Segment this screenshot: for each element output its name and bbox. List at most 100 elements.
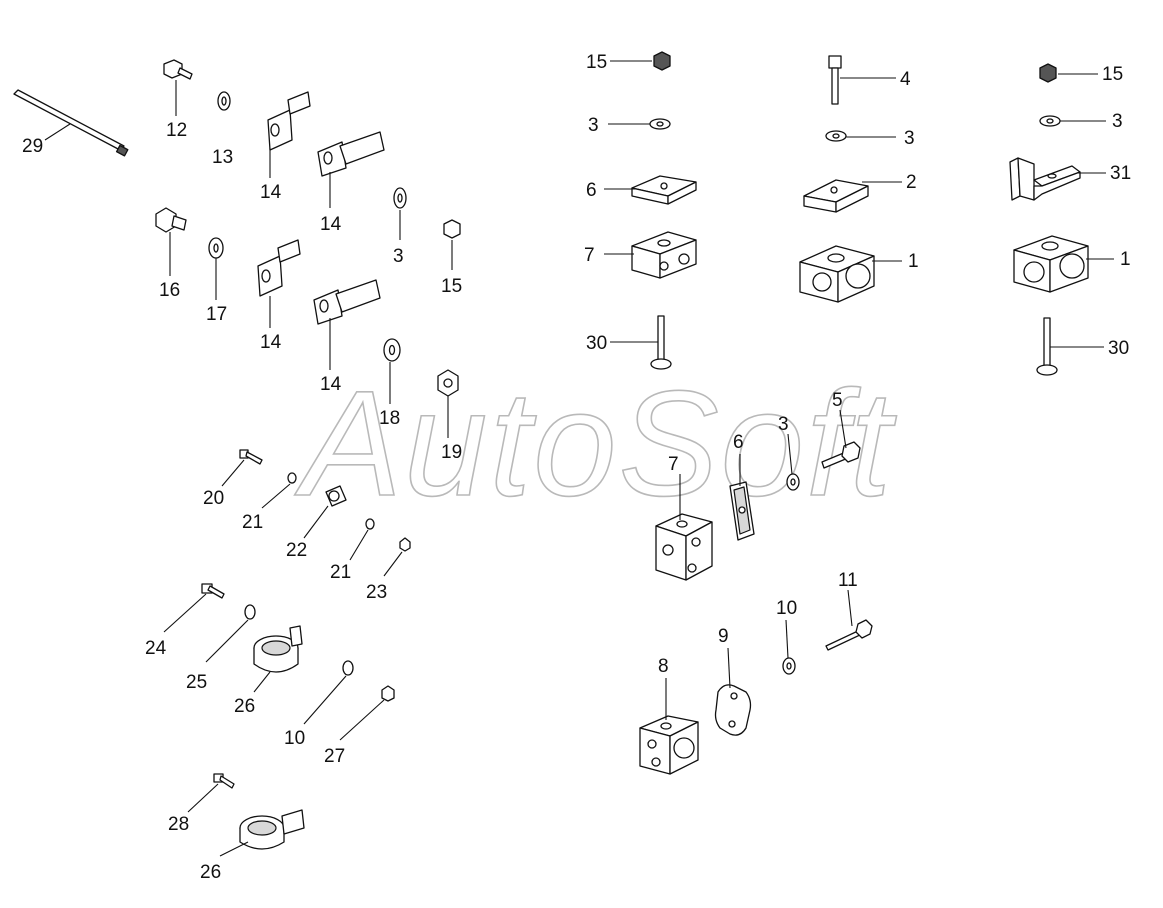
leader-10b: [785, 619, 789, 659]
label-30a: 30: [586, 333, 607, 354]
label-7a: 7: [584, 245, 595, 266]
label-11: 11: [838, 570, 858, 591]
part-1b-double-clamp: [1013, 235, 1089, 293]
label-10b: 10: [776, 598, 797, 619]
leader-20: [221, 459, 245, 487]
part-6b-plate: [729, 481, 755, 541]
leader-25: [205, 619, 249, 663]
part-31-angle-bracket: [1009, 157, 1081, 201]
part-28-bolt: [213, 773, 235, 789]
label-22: 22: [286, 540, 307, 561]
label-21a: 21: [242, 512, 263, 533]
part-29-cable-tie: [13, 89, 129, 157]
leader-27: [339, 699, 385, 741]
label-8: 8: [658, 656, 669, 677]
part-21b-washer: [365, 518, 375, 530]
part-23-nut: [399, 537, 411, 552]
part-9-cap-plate: [714, 684, 752, 736]
leader-26a: [253, 671, 271, 693]
label-9: 9: [718, 626, 729, 647]
label-10a: 10: [284, 728, 305, 749]
part-26a-pipe-clamp: [253, 625, 303, 673]
part-26b-pipe-clamp: [239, 809, 305, 850]
label-15c: 15: [1102, 64, 1123, 85]
part-20-bolt: [239, 449, 263, 465]
part-21a-washer: [287, 472, 297, 484]
leader-24: [163, 593, 207, 633]
watermark-text: AutoSoft: [294, 359, 897, 527]
part-22-clamp: [325, 485, 347, 507]
label-3c: 3: [904, 128, 915, 149]
label-3e: 3: [778, 414, 789, 435]
part-15b-nut: [653, 51, 671, 71]
label-15a: 15: [441, 276, 462, 297]
label-25: 25: [186, 672, 207, 693]
label-27: 27: [324, 746, 345, 767]
label-31: 31: [1110, 163, 1131, 184]
label-7b: 7: [668, 454, 679, 475]
label-28: 28: [168, 814, 189, 835]
part-25-washer: [244, 604, 256, 620]
label-6a: 6: [586, 180, 597, 201]
leader-23: [383, 551, 403, 577]
leader-10a: [303, 675, 347, 725]
part-24-bolt: [201, 583, 225, 599]
leader-21a: [261, 483, 291, 509]
label-3b: 3: [588, 115, 599, 136]
part-30a-bolt: [650, 315, 672, 370]
part-5-bolt: [821, 441, 861, 469]
part-27-nut: [381, 685, 395, 702]
part-7a-clamp-block: [631, 231, 697, 279]
label-19: 19: [441, 442, 462, 463]
label-23: 23: [366, 582, 387, 603]
part-12-hex-bolt: [163, 59, 193, 80]
leader-26b: [219, 841, 249, 857]
label-21b: 21: [330, 562, 351, 583]
part-11-bolt: [825, 619, 873, 651]
label-17: 17: [206, 304, 227, 325]
part-14c-bracket: [257, 239, 301, 297]
part-4-bolt: [828, 55, 842, 105]
label-1b: 1: [1120, 249, 1131, 270]
label-30b: 30: [1108, 338, 1129, 359]
part-14a-bracket: [267, 91, 311, 151]
label-3a: 3: [393, 246, 404, 267]
label-26a: 26: [234, 696, 255, 717]
leader-21b: [349, 529, 369, 561]
label-5: 5: [832, 390, 843, 411]
part-30b-bolt: [1036, 317, 1058, 376]
label-26b: 26: [200, 862, 221, 883]
label-4: 4: [900, 69, 911, 90]
label-14d: 14: [320, 374, 342, 395]
part-16-bolt: [155, 207, 187, 233]
leader-5: [839, 409, 847, 449]
label-14c: 14: [260, 332, 282, 353]
leader-11: [847, 589, 853, 627]
label-15b: 15: [586, 52, 607, 73]
label-16: 16: [159, 280, 180, 301]
label-18: 18: [379, 408, 400, 429]
part-15a-nut: [443, 219, 461, 239]
label-13: 13: [212, 147, 233, 168]
leader-9: [727, 647, 731, 689]
part-10a-washer: [342, 660, 354, 676]
label-29: 29: [22, 136, 43, 157]
label-24: 24: [145, 638, 167, 659]
part-15c-nut: [1039, 63, 1057, 83]
part-7b-clamp-block: [655, 513, 713, 581]
leader-28: [187, 783, 219, 813]
leader-29: [44, 123, 71, 141]
label-14b: 14: [320, 214, 342, 235]
label-14a: 14: [260, 182, 282, 203]
label-2: 2: [906, 172, 917, 193]
leader-22: [303, 505, 329, 539]
part-2-plate: [803, 179, 869, 213]
label-12: 12: [166, 120, 187, 141]
label-3d: 3: [1112, 111, 1123, 132]
part-14d-bracket: [313, 279, 381, 325]
label-20: 20: [203, 488, 224, 509]
label-1a: 1: [908, 251, 919, 272]
part-8-clamp-block: [639, 715, 699, 775]
leader-3e: [787, 433, 793, 475]
